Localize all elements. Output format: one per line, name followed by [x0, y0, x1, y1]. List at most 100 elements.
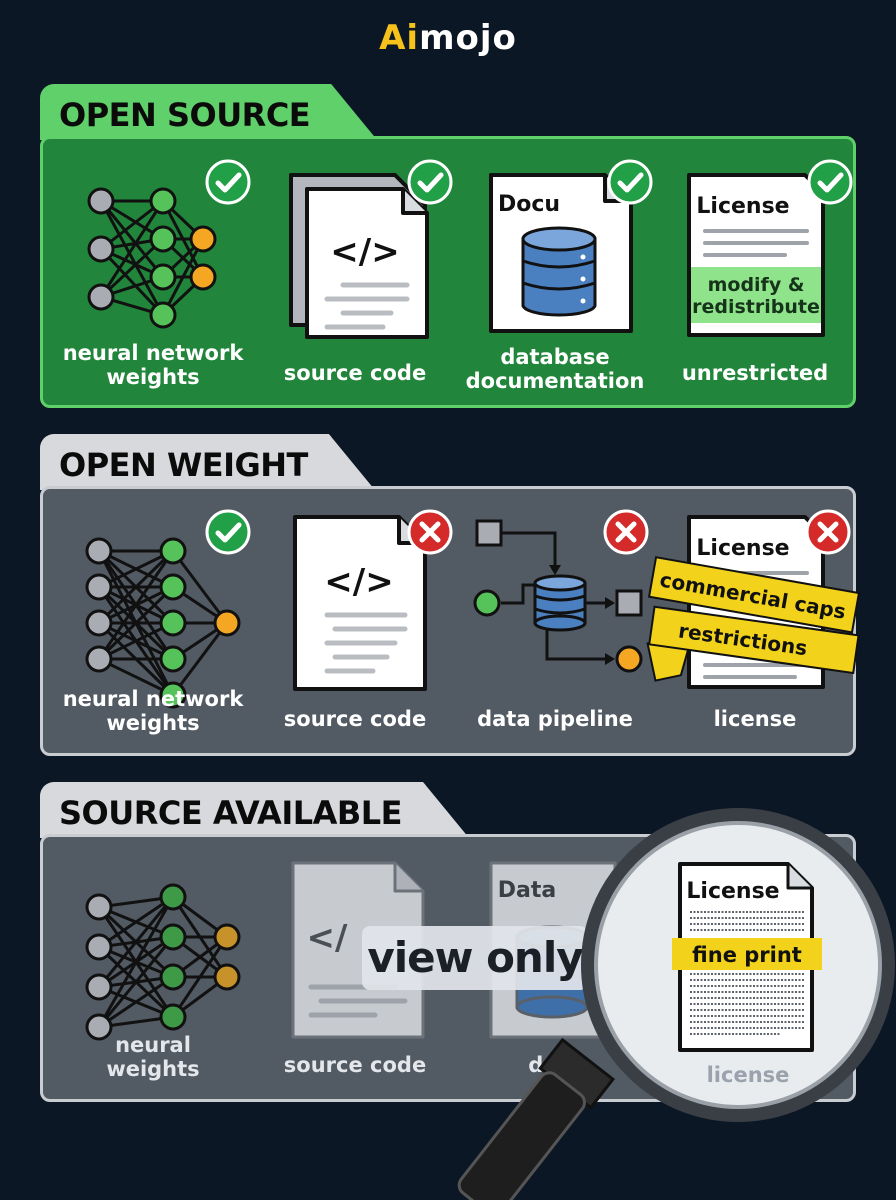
banner-line-1: modify &	[708, 274, 805, 296]
network-node	[159, 923, 187, 951]
network-edge	[97, 896, 175, 988]
network-node	[159, 573, 187, 601]
item-source-code: </> source code	[255, 489, 455, 759]
label-source-code: source code	[283, 707, 427, 731]
network-node	[159, 537, 187, 565]
network-edge	[161, 238, 205, 316]
network-node	[85, 973, 113, 1001]
source-code-document-icon: </	[291, 861, 425, 1039]
source-code-symbol: </>	[330, 232, 399, 272]
source-code-document-icon: </>	[289, 173, 429, 339]
item-source-code: </> source code	[255, 139, 455, 409]
check-icon	[807, 159, 853, 205]
network-edge	[98, 657, 174, 697]
network-node	[213, 609, 241, 637]
doc-title: Data	[498, 878, 556, 903]
network-node	[85, 537, 113, 565]
network-edge	[99, 237, 165, 299]
section-title-source-available: SOURCE AVAILABLE	[40, 782, 469, 838]
network-node	[85, 893, 113, 921]
label-data-pipeline: data pipeline	[477, 707, 633, 731]
network-node	[85, 645, 113, 673]
network-edge	[97, 550, 175, 660]
check-icon	[607, 159, 653, 205]
banner-line-2: redistribute	[692, 296, 820, 318]
network-edge	[99, 200, 165, 316]
neural-network-icon	[87, 187, 217, 329]
cross-icon	[603, 509, 649, 555]
logo-mojo: mojo	[419, 18, 517, 58]
network-node	[159, 681, 187, 709]
network-node	[87, 283, 115, 311]
check-icon	[205, 159, 251, 205]
brand-logo: Aimojo	[0, 18, 896, 58]
network-node	[85, 573, 113, 601]
license-title: License	[696, 536, 789, 561]
network-edge	[97, 936, 175, 1028]
license-document-icon: License commercial caps restrictions	[646, 515, 861, 689]
item-license-restricted: License commercial caps restrictions	[646, 489, 861, 759]
label-source-code: source code	[283, 1053, 427, 1077]
network-node	[159, 883, 187, 911]
view-only-overlay: view only	[362, 926, 588, 990]
section-title-open-weight: OPEN WEIGHT	[40, 434, 375, 490]
network-edge	[98, 621, 174, 661]
doc-title: Docu	[498, 192, 560, 217]
network-edge	[99, 200, 165, 298]
network-node	[189, 225, 217, 253]
network-node	[159, 963, 187, 991]
source-code-symbol: </	[307, 918, 348, 958]
check-icon	[407, 159, 453, 205]
neural-network-icon	[85, 883, 241, 1041]
label-license: license	[713, 707, 797, 731]
check-icon	[205, 509, 251, 555]
network-edge	[97, 549, 175, 625]
license-title: License	[696, 194, 789, 219]
network-node	[85, 609, 113, 637]
network-edge	[98, 549, 174, 589]
network-node	[149, 225, 177, 253]
neural-network-icon	[85, 537, 241, 709]
database-document-icon: Docu	[489, 173, 633, 333]
label-source-code: source code	[283, 361, 427, 385]
network-node	[189, 263, 217, 291]
section-title-open-source: OPEN SOURCE	[40, 84, 377, 140]
network-node	[213, 963, 241, 991]
network-edge	[171, 550, 229, 624]
network-edge	[171, 622, 229, 696]
cross-icon	[407, 509, 453, 555]
item-license-unrestricted: License modify & redistribute unrestrict…	[655, 139, 855, 409]
logo-ai: Ai	[379, 18, 420, 58]
network-edge	[171, 936, 229, 1018]
network-edge	[99, 200, 165, 278]
cross-icon	[805, 509, 851, 555]
network-node	[213, 923, 241, 951]
network-node	[159, 1003, 187, 1031]
item-data-pipeline: data pipeline	[455, 489, 655, 759]
source-code-symbol: </>	[324, 562, 393, 602]
label-data: data	[528, 1053, 582, 1077]
network-node	[159, 609, 187, 637]
network-node	[149, 187, 177, 215]
network-node	[85, 933, 113, 961]
network-node	[159, 645, 187, 673]
label-unrestricted: unrestricted	[681, 361, 829, 385]
network-edge	[97, 896, 175, 1028]
network-edge	[98, 975, 174, 1029]
network-node	[85, 1013, 113, 1041]
network-node	[149, 301, 177, 329]
network-node	[149, 263, 177, 291]
network-edge	[99, 247, 165, 317]
